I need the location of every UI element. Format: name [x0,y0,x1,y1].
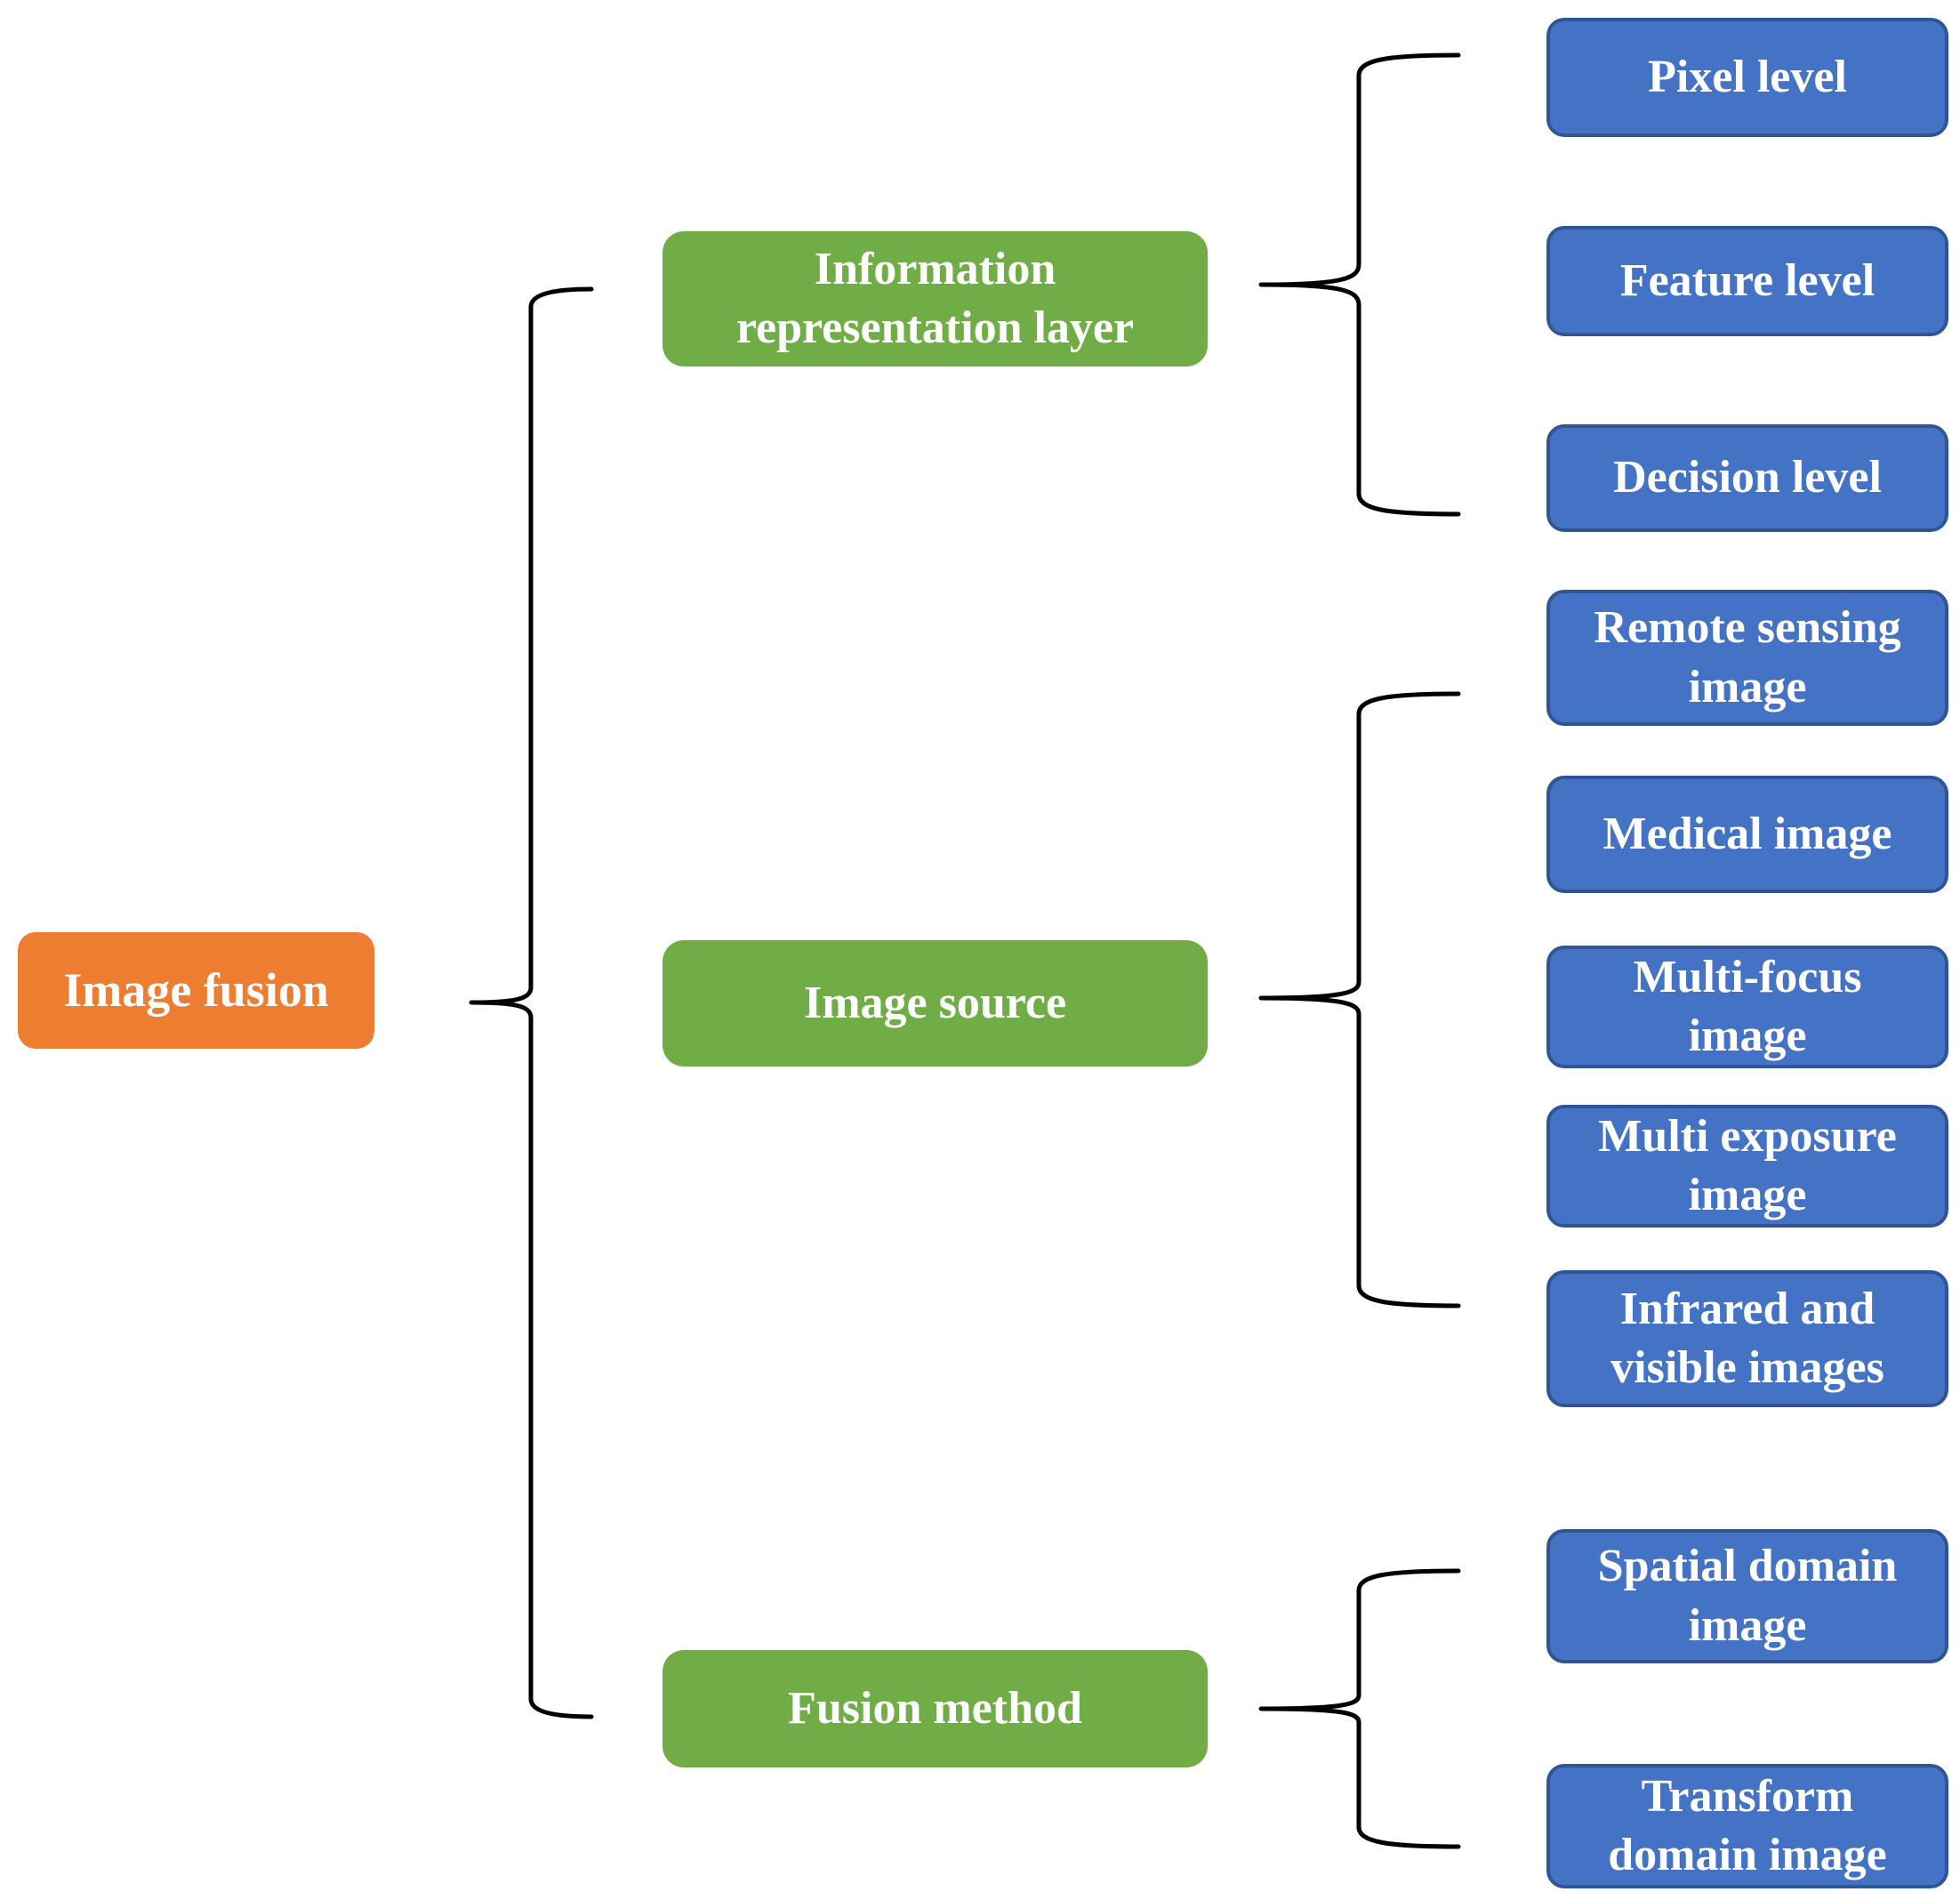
leaf-pixel-level: Pixel level [1546,18,1948,137]
leaf-remote-sensing-image: Remote sensing image [1546,590,1948,726]
brace-image-source [1258,691,1461,1308]
leaf-infrared-and-visible-images: Infrared and visible images [1546,1270,1948,1407]
leaf-medical-image: Medical image [1546,776,1948,893]
leaf-multi-exposure-image: Multi exposure image [1546,1105,1948,1228]
branch-fusion-method: Fusion method [663,1650,1208,1767]
leaf-spatial-domain-image: Spatial domain image [1546,1529,1948,1663]
leaf-decision-level: Decision level [1546,424,1948,532]
branch-information-representation-layer: Information representation layer [663,231,1208,366]
root-brace [469,286,594,1719]
brace-fusion-method [1258,1568,1461,1849]
leaf-feature-level: Feature level [1546,226,1948,336]
root-node-image-fusion: Image fusion [18,932,374,1049]
brace-information-layer [1258,52,1461,517]
branch-image-source: Image source [663,940,1208,1067]
leaf-multi-focus-image: Multi-focus image [1546,946,1948,1068]
leaf-transform-domain-image: Transform domain image [1546,1764,1948,1888]
